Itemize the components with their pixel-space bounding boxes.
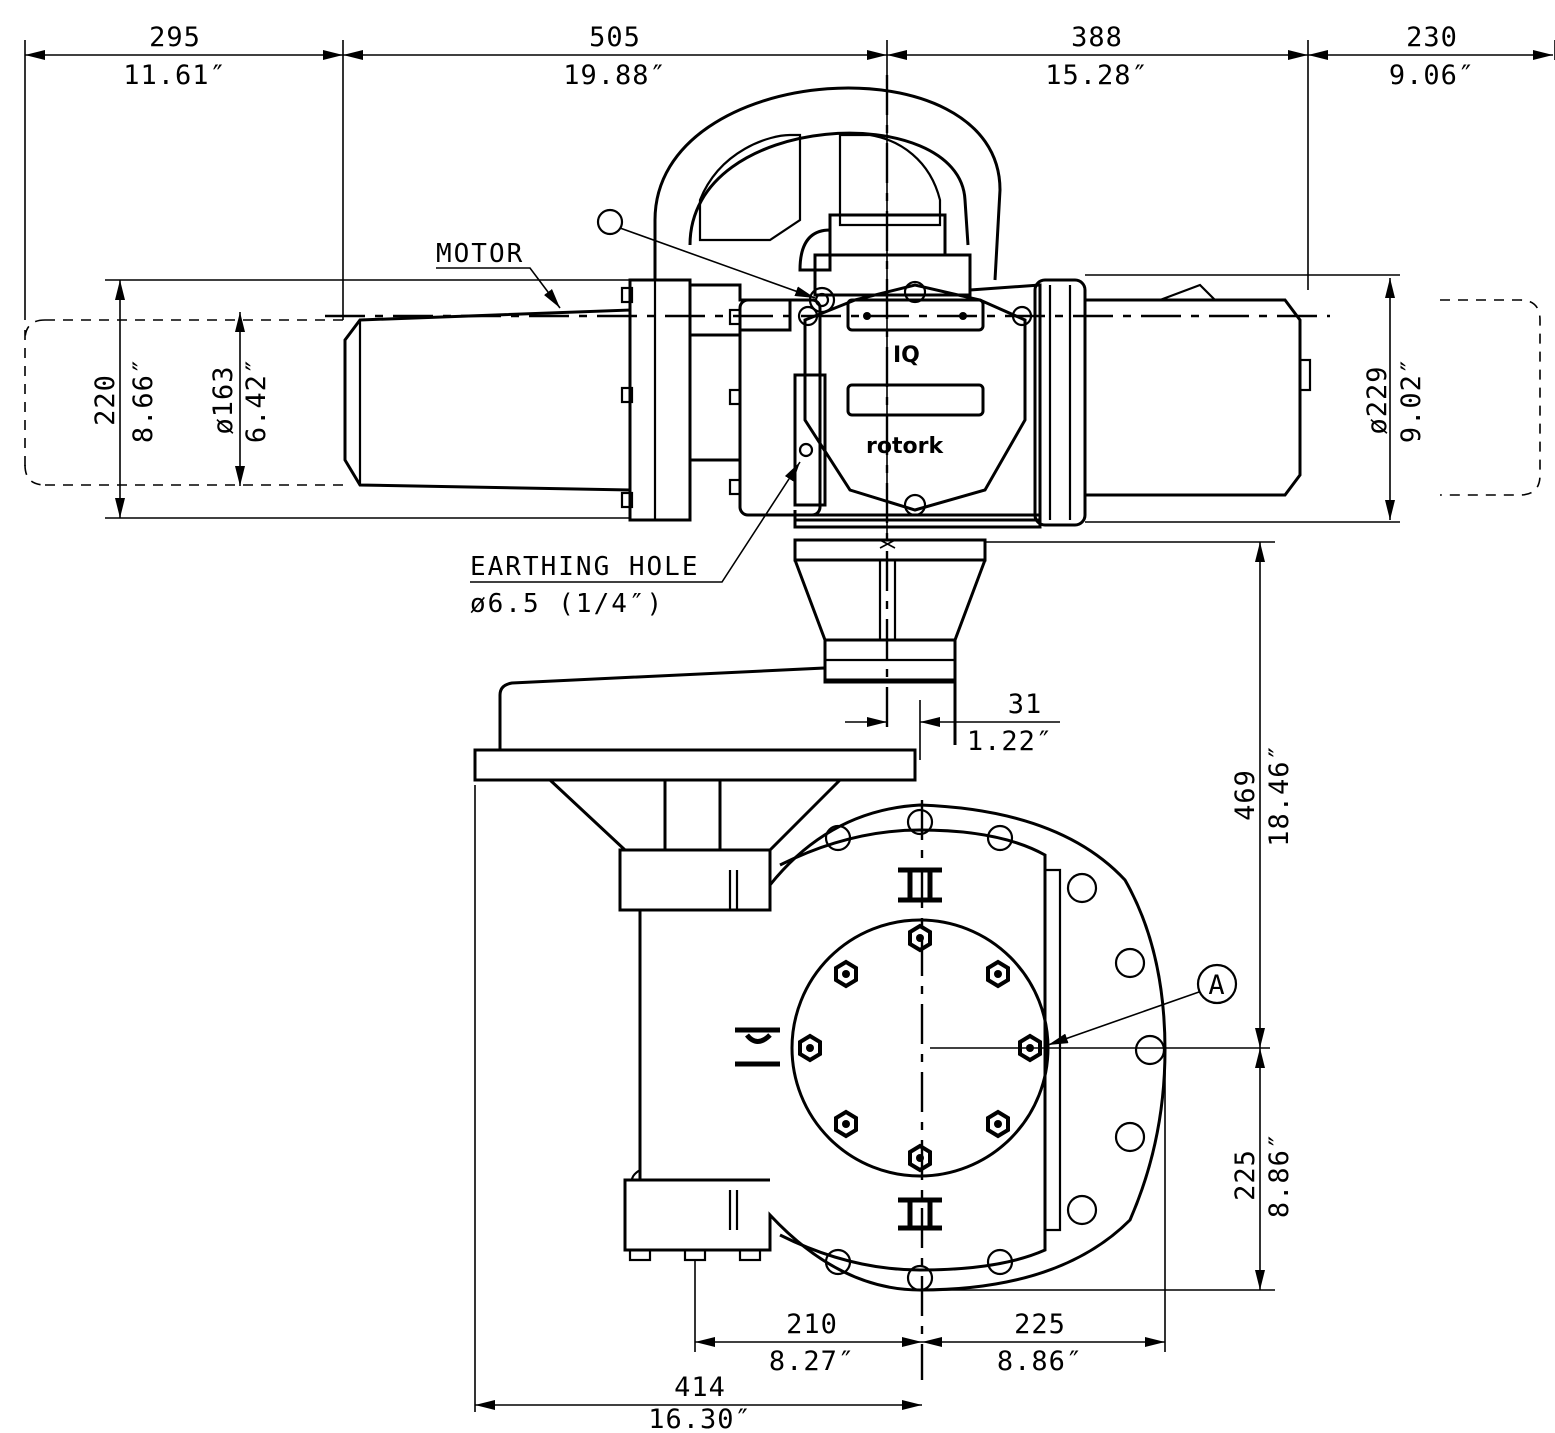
vertical-dims [925,541,1275,1291]
motor-height-dim [105,279,630,519]
motor-flange [620,278,792,522]
right-cover [1033,274,1541,527]
dim-225-bottom-mm: 225 [1014,1309,1066,1340]
balloon-a [1196,963,1238,1005]
logo-rotork: rotork [866,434,944,459]
output-flange [735,867,1270,1231]
earthing-hole-label: EARTHING HOLE [470,552,700,582]
earthing-hole-size: ø6.5 (1/4″) [470,589,664,619]
actuator-body [728,213,1042,529]
adapter-neck [793,538,987,682]
balloon-a-leader [1047,991,1200,1046]
gearbox-top-plate [473,666,957,912]
motor-label: MOTOR [436,239,524,269]
dim-230-inch: 9.06″ [1389,60,1475,91]
dim-469-mm: 469 [1230,769,1261,821]
dim-388-mm: 388 [1071,22,1123,53]
dim-210-inch: 8.27″ [769,1346,855,1377]
dim-469-inch: 18.46″ [1264,743,1295,847]
dim-295-mm: 295 [149,22,201,53]
handwheel [653,86,1002,281]
dim-163-inch: 6.42″ [241,357,272,443]
dim-225-bottom-inch: 8.86″ [997,1346,1083,1377]
dim-295-inch: 11.61″ [123,60,227,91]
dim-229-inch: 9.02″ [1396,357,1427,443]
dim-31-mm: 31 [1008,689,1043,720]
dim-225-vert-inch: 8.86″ [1264,1132,1295,1218]
dim-220-inch: 8.66″ [128,357,159,443]
terminal-cover [797,280,1033,517]
dim-414-mm: 414 [674,1372,726,1403]
dim-505-mm: 505 [589,22,641,53]
dim-225-vert-mm: 225 [1230,1149,1261,1201]
motor-leader [436,267,561,309]
dim-31-inch: 1.22″ [967,726,1053,757]
bottom-dims [474,785,1166,1412]
dim-163-mm: ø163 [208,365,239,434]
logo-iq: IQ [893,343,920,368]
dim-230-mm: 230 [1406,22,1458,53]
dim-220-mm: 220 [90,374,121,426]
top-dimension-chain [24,40,1555,540]
earthing-leader [470,461,801,583]
dim-414-inch: 16.30″ [648,1404,752,1433]
dim-229-mm: ø229 [1362,365,1393,434]
balloon-a-label: A [1208,970,1225,1001]
dim-505-inch: 19.88″ [563,60,667,91]
top-leader [596,208,816,299]
offset-dim [845,700,1060,760]
dim-210-mm: 210 [786,1309,838,1340]
dim-388-inch: 15.28″ [1045,60,1149,91]
